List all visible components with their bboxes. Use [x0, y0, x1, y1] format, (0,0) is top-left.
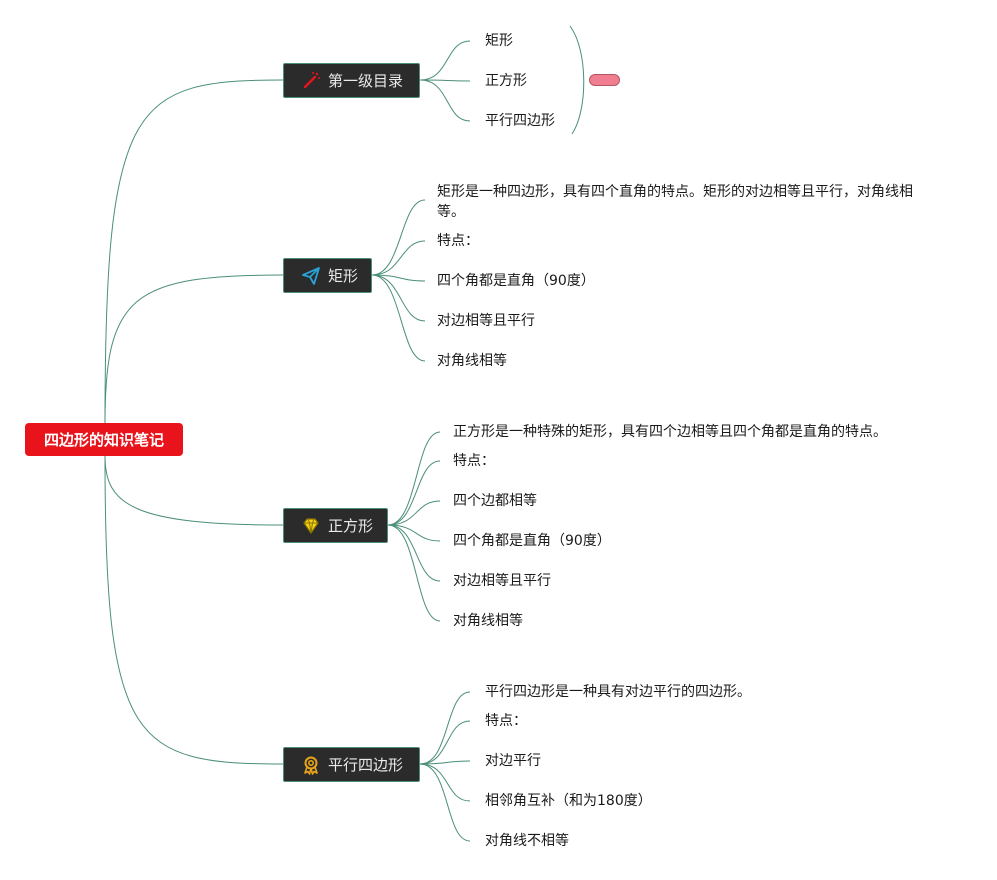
leaf-item[interactable]: 对角线相等 [453, 613, 523, 629]
branch-leaf-link [387, 500, 441, 526]
branch-leaf-link [419, 720, 471, 765]
root-branch-link [104, 455, 284, 765]
branch-leaf-link [387, 524, 441, 582]
branch-leaf-link [387, 524, 441, 622]
branch-leaf-link [419, 79, 471, 82]
leaf-item[interactable]: 对角线不相等 [485, 833, 569, 849]
summary-tag[interactable] [589, 74, 620, 86]
summary-bracket [569, 25, 585, 135]
leaf-item[interactable]: 特点： [453, 453, 495, 469]
paper-plane-icon [300, 265, 322, 287]
magic-wand-icon [300, 70, 322, 92]
branch-leaf-link [419, 691, 471, 765]
branch-table-of-contents[interactable]: 第一级目录 [283, 63, 420, 98]
leaf-item[interactable]: 对边相等且平行 [453, 573, 551, 589]
branch-leaf-link [419, 79, 471, 122]
branch-parallelogram[interactable]: 平行四边形 [283, 747, 420, 782]
root-branch-link [104, 455, 284, 526]
leaf-item[interactable]: 对边平行 [485, 753, 541, 769]
root-topic[interactable]: 四边形的知识笔记 [25, 423, 183, 456]
branch-leaf-link [387, 460, 441, 526]
leaf-item[interactable]: 正方形 [485, 73, 527, 89]
leaf-item[interactable]: 对角线相等 [437, 353, 507, 369]
root-branch-link [104, 79, 284, 424]
branch-leaf-link [371, 274, 426, 322]
leaf-item[interactable]: 四个边都相等 [453, 493, 537, 509]
branch-square[interactable]: 正方形 [283, 508, 388, 543]
branch-label: 平行四边形 [328, 756, 404, 774]
leaf-item[interactable]: 矩形 [485, 33, 513, 49]
branch-leaf-link [419, 763, 471, 802]
leaf-item[interactable]: 平行四边形 [485, 113, 555, 129]
leaf-item[interactable]: 相邻角互补（和为180度） [485, 793, 652, 809]
leaf-item[interactable]: 四个角都是直角（90度） [437, 273, 595, 289]
branch-leaf-link [371, 199, 426, 276]
branch-label: 矩形 [328, 267, 359, 285]
leaf-item[interactable]: 正方形是一种特殊的矩形，具有四个边相等且四个角都是直角的特点。 [453, 424, 887, 440]
branch-leaf-link [387, 431, 441, 526]
branch-leaf-link [419, 40, 471, 81]
branch-leaf-link [371, 240, 426, 276]
diamond-icon [300, 515, 322, 537]
branch-leaf-link [371, 274, 426, 282]
leaf-item[interactable]: 矩形是一种四边形，具有四个直角的特点。矩形的对边相等且平行，对角线相等。 [437, 184, 913, 220]
root-topic-label: 四边形的知识笔记 [43, 431, 164, 449]
leaf-item[interactable]: 对边相等且平行 [437, 313, 535, 329]
root-branch-link [104, 274, 284, 424]
award-ribbon-icon [300, 754, 322, 776]
branch-leaf-link [387, 524, 441, 542]
branch-label: 第一级目录 [328, 72, 404, 90]
branch-leaf-link [419, 760, 471, 765]
leaf-item[interactable]: 平行四边形是一种具有对边平行的四边形。 [485, 684, 751, 700]
branch-leaf-link [371, 274, 426, 362]
leaf-item[interactable]: 四个角都是直角（90度） [453, 533, 611, 549]
branch-rectangle[interactable]: 矩形 [283, 258, 372, 293]
branch-label: 正方形 [328, 517, 374, 535]
leaf-item[interactable]: 特点： [437, 233, 479, 249]
leaf-item[interactable]: 特点： [485, 713, 527, 729]
branch-leaf-link [419, 763, 471, 842]
